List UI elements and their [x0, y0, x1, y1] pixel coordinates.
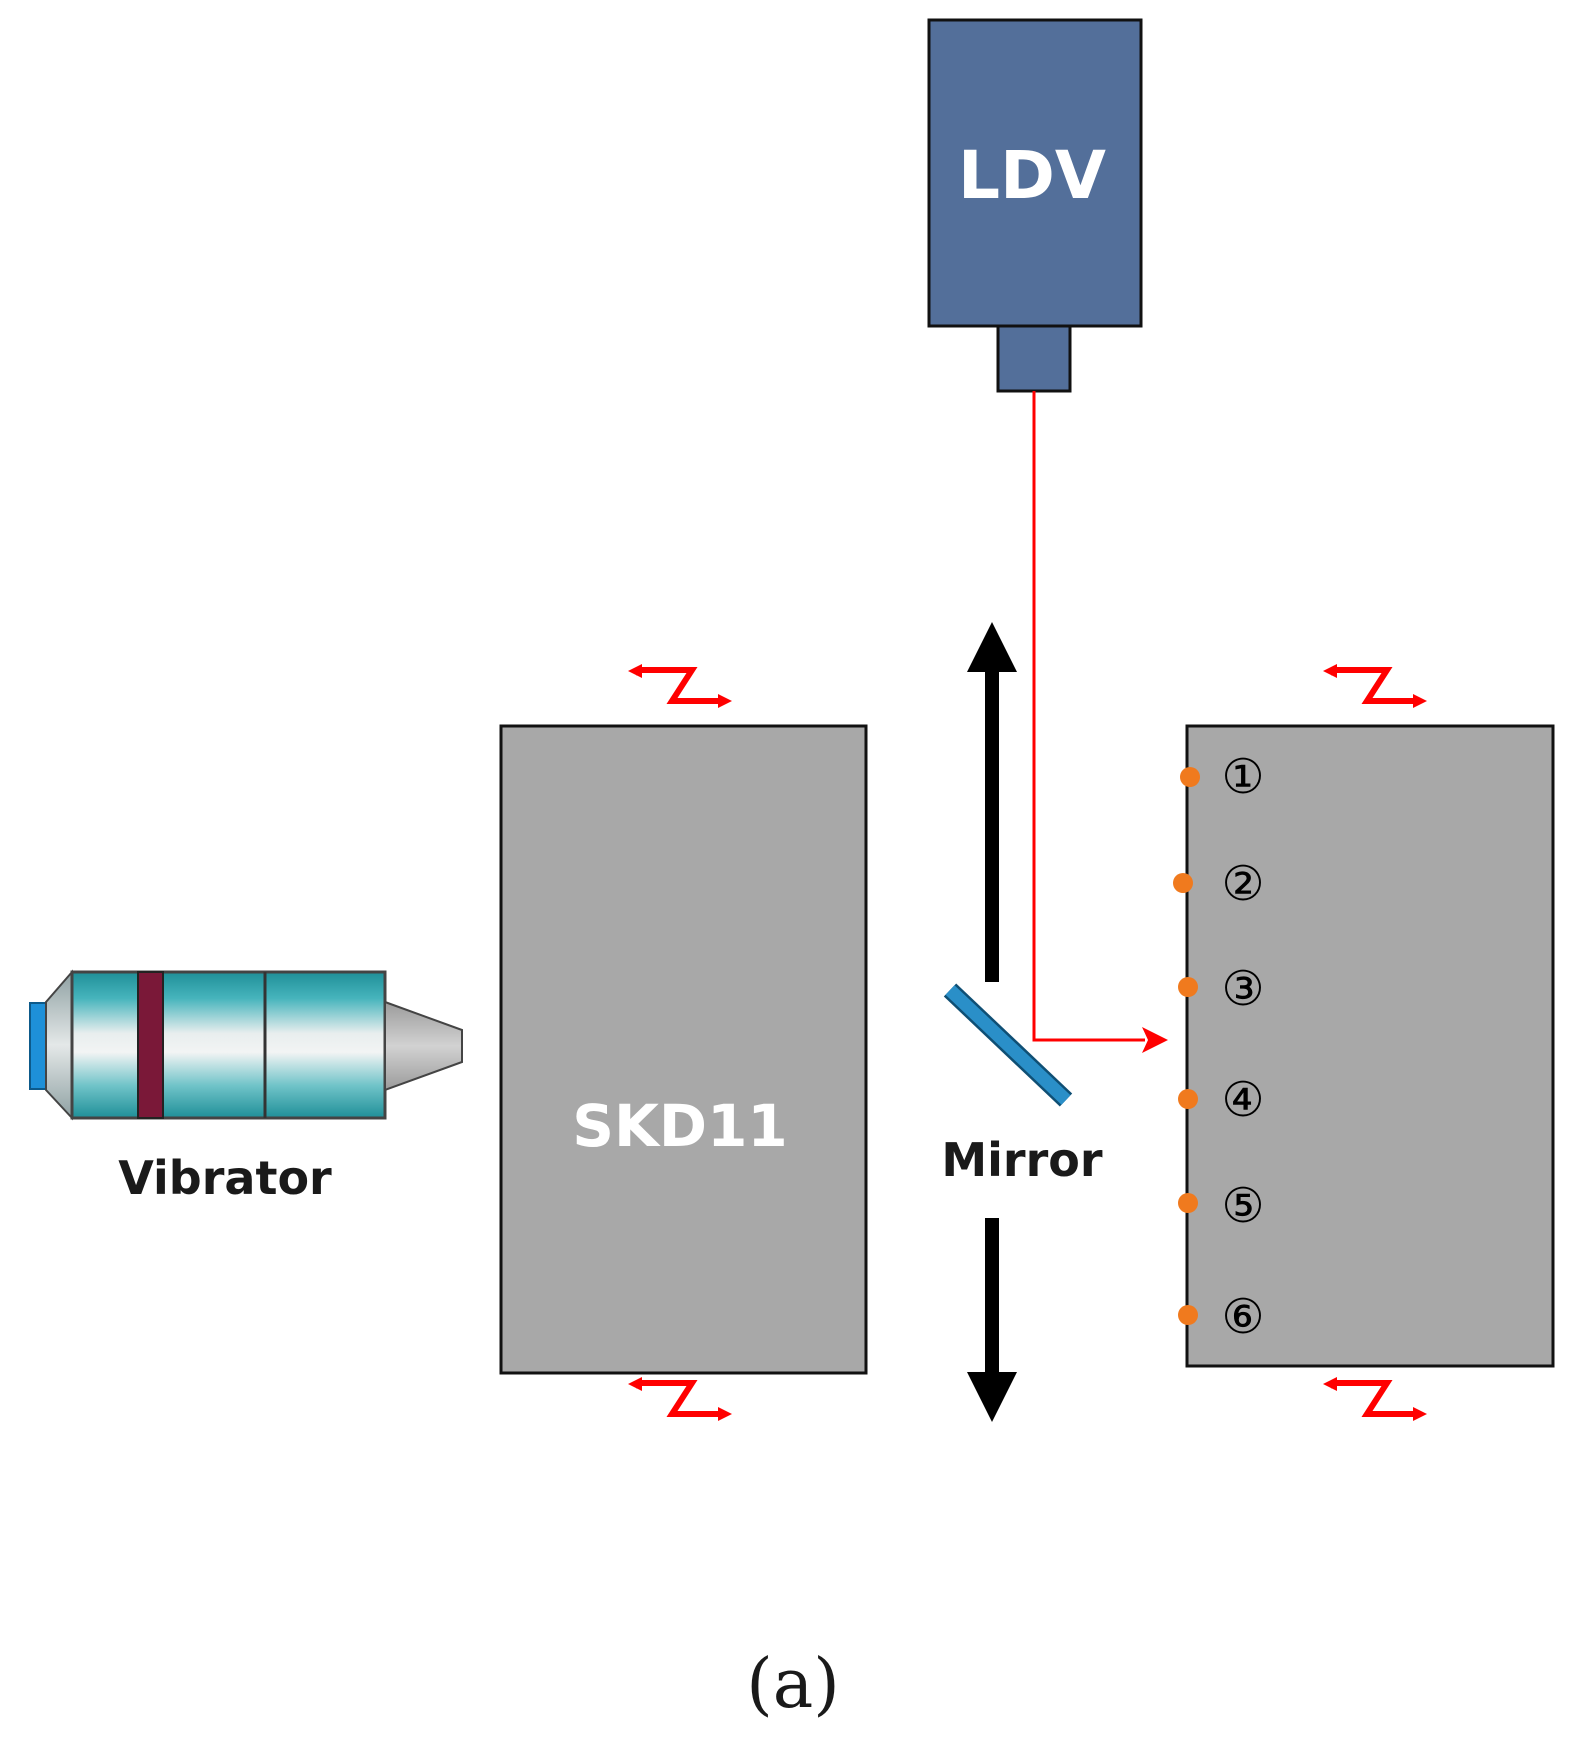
point-label: ① [1221, 749, 1264, 805]
motion-arrow-down-shaft [985, 1218, 999, 1408]
laser-beam [1032, 391, 1168, 1053]
point-marker [1178, 977, 1198, 997]
ldv-body [927, 18, 1143, 328]
measurement-point: ③ [1178, 961, 1265, 1017]
point-label: ④ [1221, 1072, 1264, 1128]
specimen-label: SKD11 [572, 1092, 788, 1160]
motion-arrow-down-head [967, 1372, 1017, 1422]
laser-arrowhead [1142, 1027, 1168, 1053]
ldv-device-icon: LDV [927, 18, 1143, 393]
vibrator-icon: Vibrator [29, 969, 463, 1205]
point-label: ⑥ [1221, 1289, 1264, 1345]
double-arrow-icon [967, 622, 1017, 1422]
point-marker [1178, 1193, 1198, 1213]
clamp-measured-top [1323, 664, 1427, 708]
specimen-body [499, 724, 868, 1375]
measurement-point: ⑤ [1178, 1178, 1265, 1234]
point-marker [1173, 873, 1193, 893]
ldv-lens [996, 324, 1072, 393]
point-marker [1178, 1305, 1198, 1325]
measurement-point: ④ [1178, 1072, 1265, 1128]
ldv-label: LDV [958, 137, 1106, 214]
measurement-point: ① [1180, 749, 1265, 805]
measurement-points: ① ② ③ ④ ⑤ ⑥ [1173, 749, 1265, 1345]
motion-arrow-up-shaft [985, 662, 999, 982]
point-label: ⑤ [1221, 1178, 1264, 1234]
vibrator-cap [29, 1002, 47, 1090]
mirror-icon: Mirror [941, 983, 1103, 1187]
laser-beam-path [1032, 391, 1145, 1042]
clamp-measured-bottom [1323, 1377, 1427, 1421]
vibrator-body [70, 970, 387, 1120]
measurement-point: ⑥ [1178, 1289, 1265, 1345]
vibrator-band [137, 971, 164, 1119]
clamp-specimen-top [628, 664, 732, 708]
vibrator-end [45, 969, 73, 1121]
vibrator-tip [384, 1000, 463, 1092]
measurement-point: ② [1173, 856, 1265, 912]
point-marker [1180, 767, 1200, 787]
point-label: ② [1221, 856, 1264, 912]
motion-arrow-up-head [967, 622, 1017, 672]
mirror-label: Mirror [941, 1133, 1103, 1187]
zigzag-clamp-icon [628, 664, 1427, 1421]
measured-block [1185, 724, 1555, 1368]
specimen-block: SKD11 [499, 724, 868, 1375]
point-marker [1178, 1089, 1198, 1109]
vibrator-label: Vibrator [118, 1151, 332, 1205]
measured-block-body [1185, 724, 1555, 1368]
figure-caption: (a) [746, 1645, 840, 1724]
point-label: ③ [1221, 961, 1264, 1017]
clamp-specimen-bottom [628, 1377, 732, 1421]
